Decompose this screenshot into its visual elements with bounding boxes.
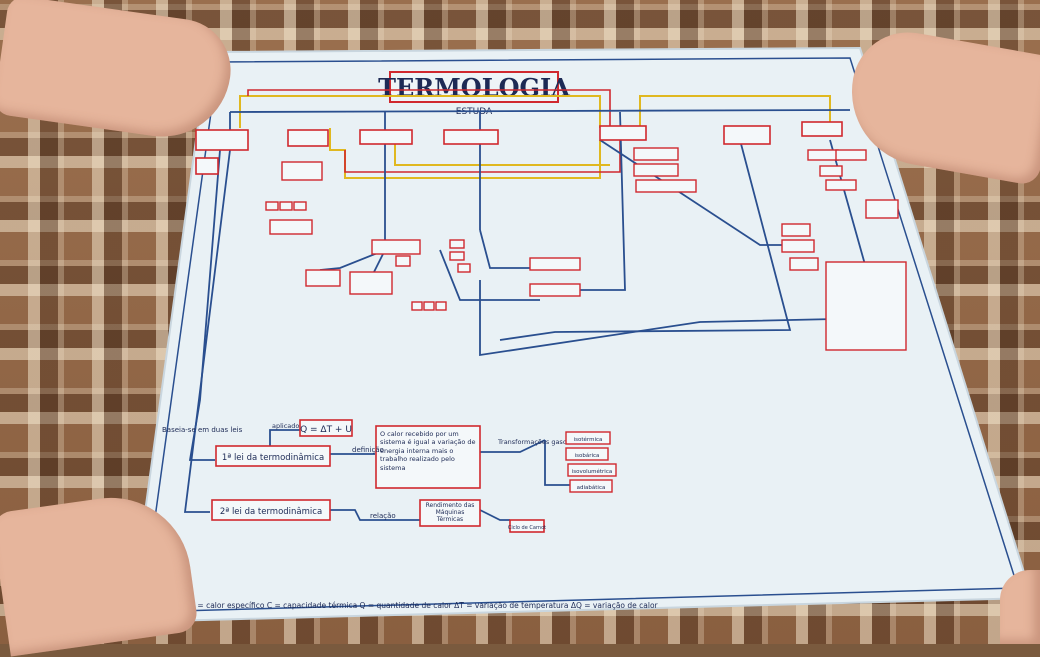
definition-text-wrap: O calor recebido por um sistema é igual … bbox=[380, 430, 476, 486]
relation-label: relação bbox=[370, 512, 396, 520]
gas-item-2: isovolumétrica bbox=[572, 468, 612, 475]
carnot-text: Ciclo de Carnot bbox=[508, 525, 546, 531]
definition-text: O calor recebido por um sistema é igual … bbox=[380, 430, 476, 472]
poster-title: TERMOLOGIA bbox=[378, 73, 570, 102]
second-law-text: 2ª lei da termodinâmica bbox=[220, 507, 322, 517]
formula-text: Q = ΔT + U bbox=[300, 425, 352, 435]
gas-item-3: adiabática bbox=[577, 484, 606, 491]
baseia-label: Baseia-se em duas leis bbox=[162, 426, 243, 434]
first-law-text: 1ª lei da termodinâmica bbox=[222, 453, 324, 463]
hand-bottom-right bbox=[1000, 570, 1040, 644]
machines-text-wrap: Rendimento das Máquinas Térmicas bbox=[422, 502, 478, 524]
machines-text: Rendimento das Máquinas Térmicas bbox=[422, 502, 478, 524]
legend-text: Legenda: (c) = calor específico C = capa… bbox=[148, 601, 659, 610]
aplicado-label: aplicado bbox=[272, 422, 299, 430]
definition-label: definição bbox=[352, 446, 384, 454]
gas-item-0: isotérmica bbox=[574, 436, 603, 443]
gas-item-1: isobárica bbox=[575, 452, 600, 459]
